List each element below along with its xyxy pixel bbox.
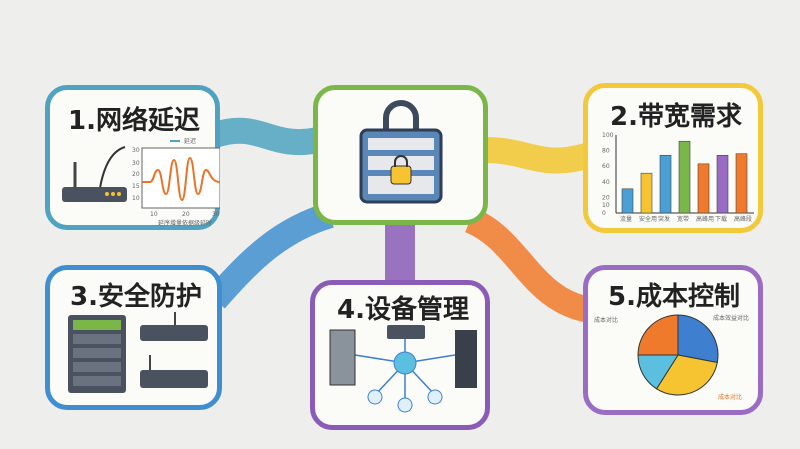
card-security: 3.安全防护	[45, 265, 222, 410]
connector-1	[210, 117, 321, 156]
bar	[697, 163, 710, 214]
x-axis-label: 延序增量依据级延时	[158, 219, 212, 227]
x-tick-label: 高峰用	[696, 215, 714, 223]
bar	[659, 154, 672, 214]
bandwidth-bar-chart: 流量安全用突发宽带高峰用下载高峰段 01020 40 60 80 100	[602, 132, 754, 223]
cost-pie-chart: 成本对比 成本效益对比 成本对比	[594, 314, 749, 401]
svg-text:15: 15	[132, 183, 140, 190]
center-card	[313, 85, 488, 225]
x-tick-label: 下载	[715, 215, 727, 223]
bar	[735, 153, 748, 214]
pie-label: 成本效益对比	[713, 314, 749, 322]
y-tick-label: 20	[602, 194, 610, 201]
x-tick-label: 安全用	[639, 215, 657, 223]
bar	[621, 188, 634, 214]
y-tick-label: 40	[602, 179, 610, 186]
router-icon	[62, 146, 127, 202]
bar	[678, 140, 691, 214]
svg-text:30: 30	[212, 211, 220, 218]
svg-text:30: 30	[132, 160, 140, 167]
svg-text:10: 10	[132, 195, 140, 202]
card-title: 5.成本控制	[608, 282, 740, 312]
card-title: 3.安全防护	[70, 282, 202, 312]
x-tick-label: 突发	[658, 215, 670, 223]
card-cost-control: 5.成本控制 成本对比 成本效益对比 成本对比	[583, 265, 763, 415]
svg-text:10: 10	[150, 211, 158, 218]
svg-text:30: 30	[132, 147, 140, 154]
connector-5	[464, 207, 593, 323]
card-network-latency: 1.网络延迟 延迟 10 20 30 30 30 20 15 10 延序增量依据…	[45, 85, 220, 230]
network-topology-icon	[329, 325, 477, 413]
y-tick-label: 100	[602, 132, 614, 139]
svg-text:20: 20	[182, 211, 190, 218]
y-tick-label: 60	[602, 163, 610, 170]
x-tick-label: 流量	[620, 215, 632, 223]
x-tick-label: 宽带	[677, 215, 689, 223]
pie-label: 成本对比	[718, 393, 742, 401]
chart-legend: 延迟	[184, 137, 196, 145]
server-rack-icon	[68, 315, 126, 393]
pie-label: 成本对比	[594, 316, 618, 324]
card-title: 4.设备管理	[337, 295, 469, 325]
latency-chart: 延迟 10 20 30 30 30 20 15 10 延序增量依据级延时	[132, 137, 220, 227]
y-tick-label: 10	[602, 202, 610, 209]
y-tick-label: 0	[602, 210, 606, 217]
y-tick-label: 80	[602, 148, 610, 155]
router-icon	[140, 312, 208, 341]
padlock-icon	[359, 100, 443, 204]
card-title: 1.网络延迟	[68, 106, 200, 136]
card-title: 2.带宽需求	[610, 102, 742, 132]
connector-2	[484, 137, 594, 174]
card-device-management: 4.设备管理	[310, 280, 490, 430]
connector-3	[205, 202, 334, 309]
svg-text:20: 20	[132, 171, 140, 178]
bar	[640, 172, 653, 214]
x-tick-label: 高峰段	[734, 215, 752, 223]
bar	[716, 154, 729, 214]
pie-slice	[637, 314, 679, 356]
router-icon	[140, 355, 208, 388]
pie-slice	[677, 314, 719, 364]
